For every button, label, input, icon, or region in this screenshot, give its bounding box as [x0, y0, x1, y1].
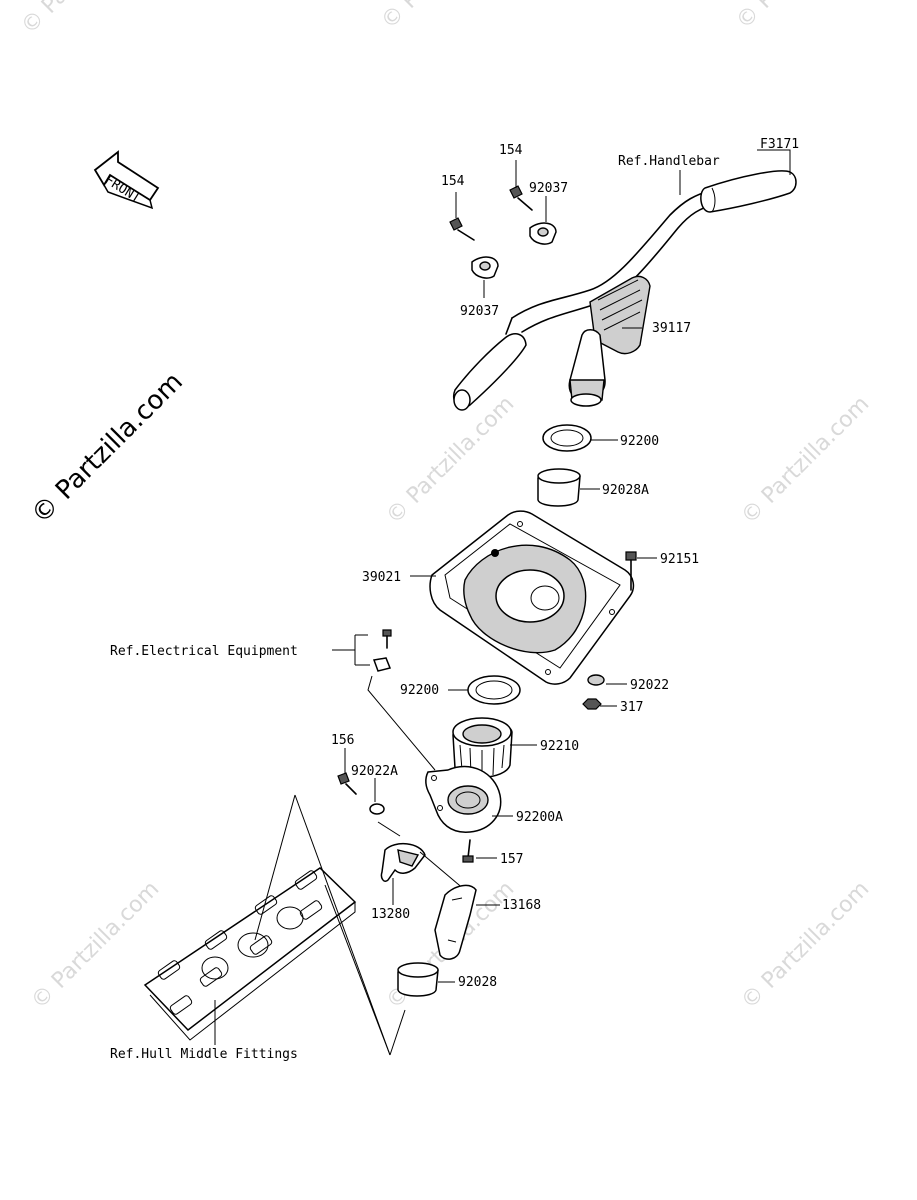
- watermark-small: © Partzilla.com: [382, 392, 520, 530]
- watermark-main: © Partzilla.com: [26, 367, 189, 530]
- steering-plate-39021: [429, 510, 635, 685]
- bolt-156: [337, 772, 357, 795]
- callout-154: 154: [499, 143, 523, 158]
- electrical-fitting: [332, 629, 436, 771]
- watermark-small: © Partzilla.com: [737, 392, 875, 530]
- clamp-92037-upper: [529, 222, 557, 245]
- callout-92200A: 92200A: [516, 810, 563, 825]
- callout-ref-handlebar: Ref.Handlebar: [618, 154, 720, 169]
- watermark-small: © Partzilla.com: [737, 877, 875, 1015]
- watermarks: © Partzilla.com © Partzilla.com © Partzi…: [17, 0, 875, 1014]
- bolt-154-upper: [509, 185, 533, 211]
- bolt-92151: [625, 551, 637, 591]
- ring-92200-upper: [542, 424, 592, 452]
- callout-92151: 92151: [660, 552, 699, 567]
- watermark-small: © Partzilla.com: [732, 0, 870, 34]
- callout-92210: 92210: [540, 739, 579, 754]
- diagram-code: F3171: [760, 137, 799, 152]
- watermark-small: © Partzilla.com: [377, 0, 515, 34]
- callout-92028: 92028: [458, 975, 497, 990]
- clamp-92037-lower: [471, 256, 499, 279]
- hull-plate: [143, 867, 357, 1041]
- callout-39117: 39117: [652, 321, 691, 336]
- hull-leaders: [214, 794, 406, 1056]
- bushing-92028: [397, 962, 439, 997]
- throttle-grip-part: [568, 275, 651, 407]
- callout-154: 154: [441, 174, 465, 189]
- callout-157: 157: [500, 852, 523, 867]
- callout-92037: 92037: [529, 181, 568, 196]
- front-arrow-icon: FRONT: [93, 150, 160, 210]
- callout-39021: 39021: [362, 570, 401, 585]
- callout-13280: 13280: [371, 907, 410, 922]
- callout-13168: 13168: [502, 898, 541, 913]
- callout-ref-hull: Ref.Hull Middle Fittings: [110, 1047, 298, 1062]
- bushing-92028A: [537, 468, 581, 507]
- nut-317: [582, 698, 602, 710]
- callout-ref-electrical: Ref.Electrical Equipment: [110, 644, 298, 659]
- callout-156: 156: [331, 733, 354, 748]
- callout-92037: 92037: [460, 304, 499, 319]
- ring-92200-lower: [467, 675, 521, 705]
- callout-92022A: 92022A: [351, 764, 398, 779]
- callout-92200: 92200: [620, 434, 659, 449]
- lever-13168: [434, 884, 477, 960]
- nut-92210: [452, 717, 513, 779]
- callout-92022: 92022: [630, 678, 669, 693]
- washer-92022: [587, 674, 605, 686]
- watermark-small: © Partzilla.com: [17, 0, 155, 39]
- washer-92022A: [369, 803, 401, 837]
- bracket-13280: [380, 843, 466, 891]
- callout-317: 317: [620, 700, 643, 715]
- callout-92200: 92200: [400, 683, 439, 698]
- callouts: Ref.Handlebar 154 92037 154 92037 39117 …: [110, 143, 720, 1062]
- watermark-small: © Partzilla.com: [27, 877, 165, 1015]
- bolt-154-lower: [449, 217, 475, 241]
- bolt-157: [462, 839, 474, 863]
- plate-92200A: [425, 765, 502, 833]
- callout-92028A: 92028A: [602, 483, 649, 498]
- callout-leaders: [344, 149, 791, 983]
- handlebar: [453, 170, 797, 411]
